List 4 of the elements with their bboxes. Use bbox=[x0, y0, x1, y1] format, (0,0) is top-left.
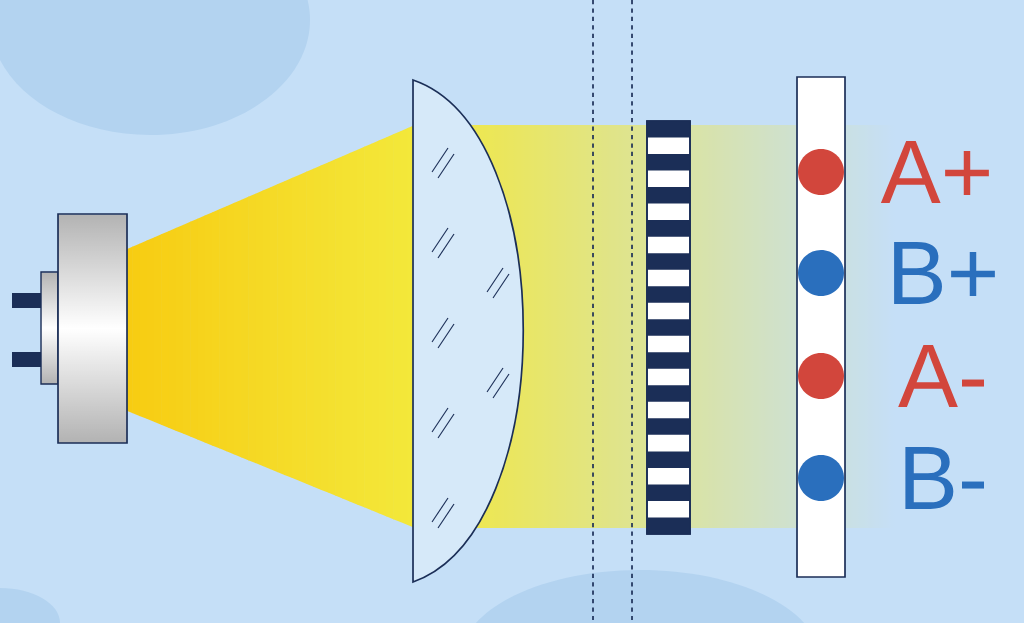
phase-label: B+ bbox=[894, 242, 995, 304]
phase-label: B- bbox=[905, 447, 984, 509]
phase-label: A- bbox=[898, 345, 984, 407]
phase-label: A+ bbox=[880, 141, 989, 203]
